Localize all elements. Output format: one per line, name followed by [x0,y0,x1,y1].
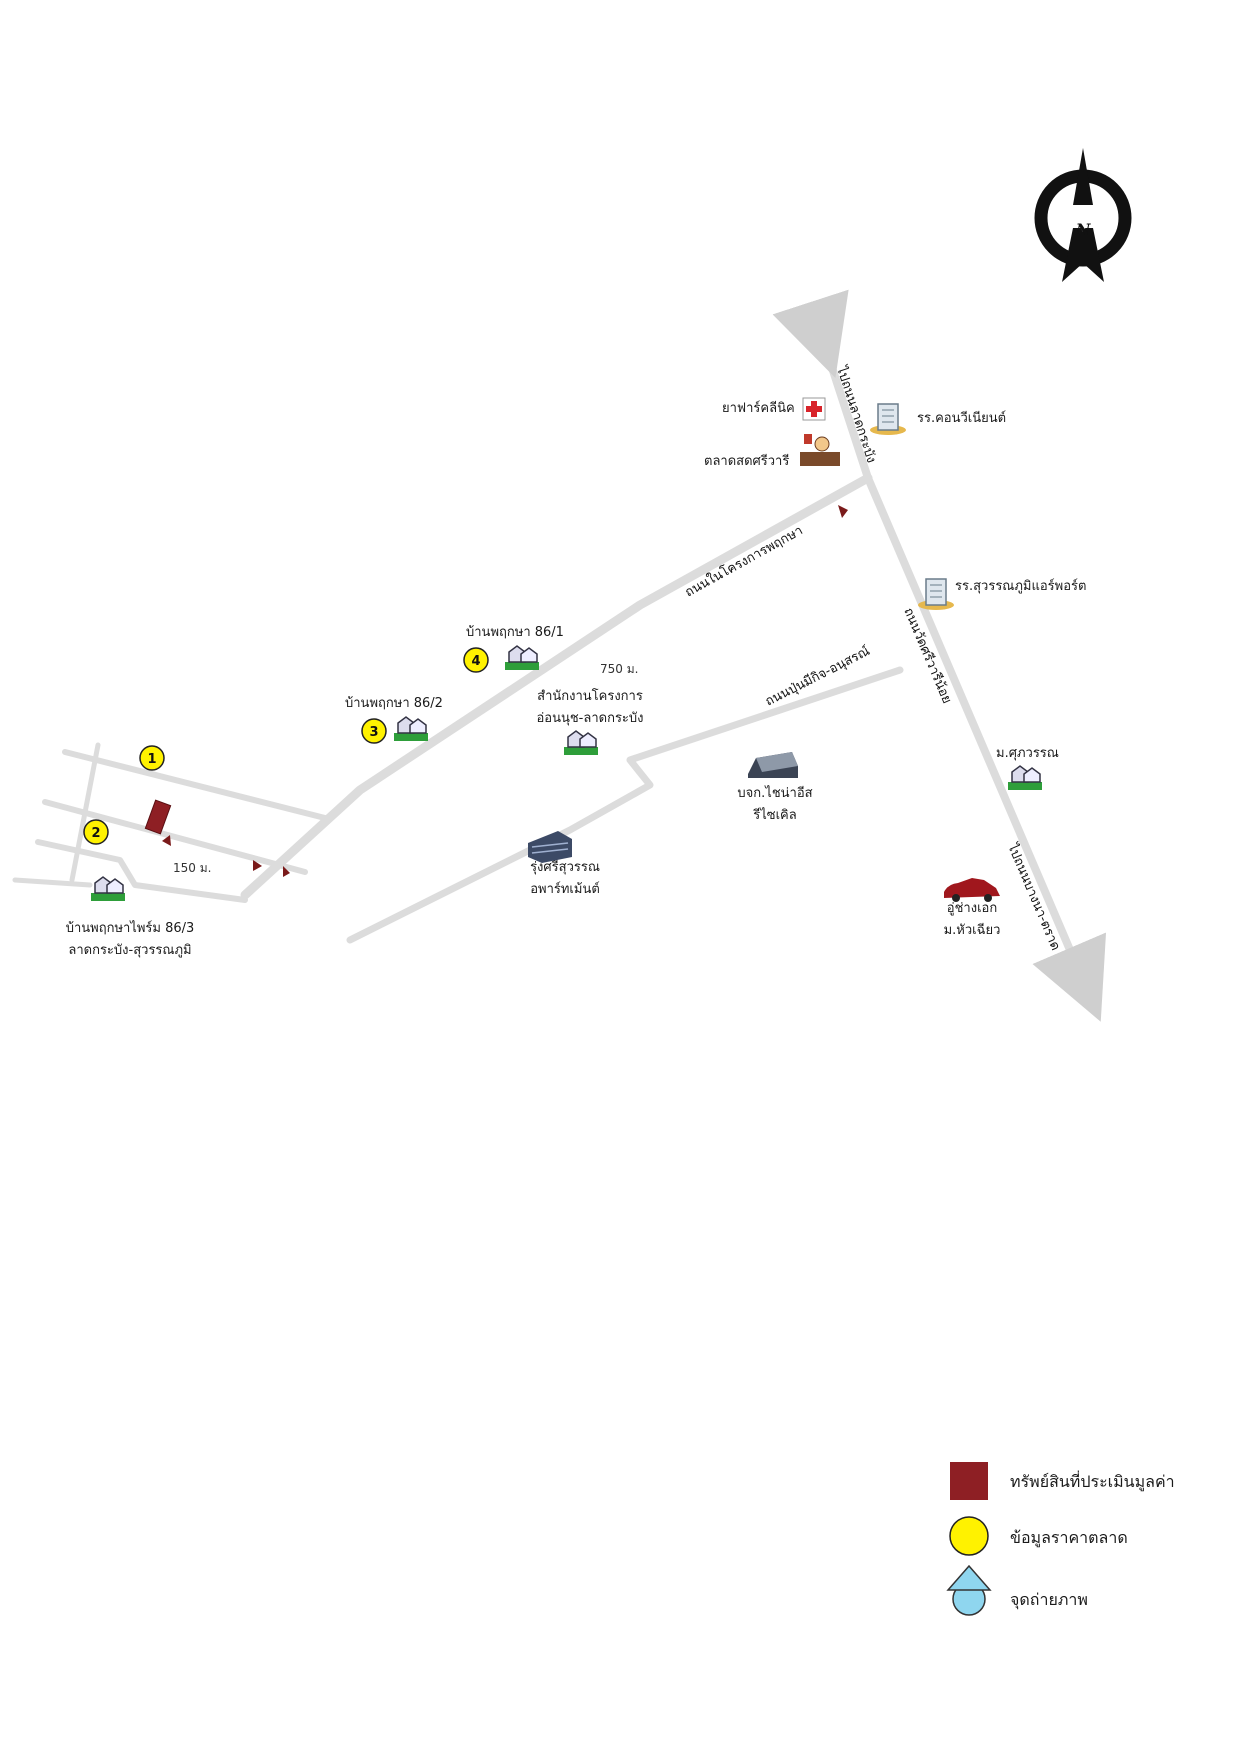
legend-photo-point-label: จุดถ่ายภาพ [1010,1590,1088,1609]
house-icon [564,730,598,755]
place-baan-pruksa-86-1: บ้านพฤกษา 86/1 [466,625,564,640]
arrow-750-end [838,505,848,518]
place-label-line: ม.หัวเฉียว [943,923,1001,938]
place-pharmacy-clinic: ยาฟาร์คลีนิค [722,401,795,416]
legend-property-swatch [950,1462,988,1500]
clinic-cross-icon [802,397,826,421]
car-icon [944,878,1000,902]
house-icon [1008,765,1042,790]
arrow-150-junction [283,866,290,877]
legend-photo-point-icon [946,1564,992,1616]
road-label: ถนนในโครงการพฤกษา [682,522,805,600]
apartment-building-icon [528,831,572,863]
arrow-150-start [162,835,171,846]
house-icon [505,645,539,670]
roads [12,289,1107,1022]
school-building-icon [918,578,954,610]
compass-label: N [1075,220,1092,239]
road-village-vertical [69,742,101,883]
market-marker-1[interactable]: 1 [139,745,165,771]
legend-market-data-label: ข้อมูลราคาตลาด [1010,1528,1128,1547]
market-marker-3[interactable]: 3 [361,718,387,744]
road-village-1 [62,749,328,821]
school-building-icon [870,403,906,435]
distance-label: 750 ม. [600,662,638,676]
road-punyamit-anusorn [346,666,904,944]
road-pruksa-project [240,473,873,900]
market-marker-4[interactable]: 4 [463,647,489,673]
market-stall-icon [800,434,840,466]
house-icon [394,716,428,741]
marker-number: 4 [471,654,480,669]
legend-market-swatch [949,1516,989,1556]
marker-number: 3 [369,725,378,740]
place-label-line: อพาร์ทเม้นต์ [530,882,600,897]
house-icon [91,876,125,901]
place-suvarnabhumi-airport-school: รร.สุวรรณภูมิแอร์พอร์ต [955,579,1087,594]
place-label-line: สำนักงานโครงการ [537,689,643,704]
place-convent-school: รร.คอนวีเนียนต์ [917,411,1007,426]
market-marker-2[interactable]: 2 [83,819,109,845]
place-label-line: รุ่งศรีสุวรรณ [530,860,600,875]
place-rungsri-apartment: รุ่งศรีสุวรรณ อพาร์ทเม้นต์ [510,857,620,901]
road-village-3 [35,839,248,903]
arrow-150-end [253,860,262,871]
legend-appraised-property-label: ทรัพย์สินที่ประเมินมูลค่า [1010,1472,1175,1491]
appraised-property[interactable] [144,799,172,835]
compass-north-icon: N [1034,148,1132,282]
place-baan-pruksa-prime: บ้านพฤกษาไพร์ม 86/3 ลาดกระบัง-สุวรรณภูมิ [40,918,220,962]
road-village-4 [12,877,93,888]
place-baan-pruksa-86-2: บ้านพฤกษา 86/2 [345,696,443,711]
place-label-line: บ้านพฤกษาไพร์ม 86/3 [65,921,195,936]
distance-arrows [162,505,848,877]
place-sriwari-market: ตลาดสดศรีวารี [704,454,790,469]
place-label-line: บจก.ไชน่าอีส [737,786,813,801]
place-chinaeast-recycle: บจก.ไชน่าอีส รีไซเคิล [725,783,825,827]
road-village-2 [42,799,308,875]
distance-label: 150 ม. [173,861,211,875]
place-garage: อู่ช่างเอก ม.หัวเฉียว [922,898,1022,942]
place-label-line: อู่ช่างเอก [946,901,998,916]
place-label-line: รีไซเคิล [753,808,797,823]
marker-number: 2 [91,826,100,841]
place-project-office: สำนักงานโครงการ อ่อนนุช-ลาดกระบัง [520,686,660,730]
marker-number: 1 [147,752,156,767]
place-label-line: ลาดกระบัง-สุวรรณภูมิ [68,943,192,958]
warehouse-icon [748,752,798,778]
place-label-line: อ่อนนุช-ลาดกระบัง [536,711,644,726]
place-supawan: ม.ศุภวรรณ [996,746,1059,761]
